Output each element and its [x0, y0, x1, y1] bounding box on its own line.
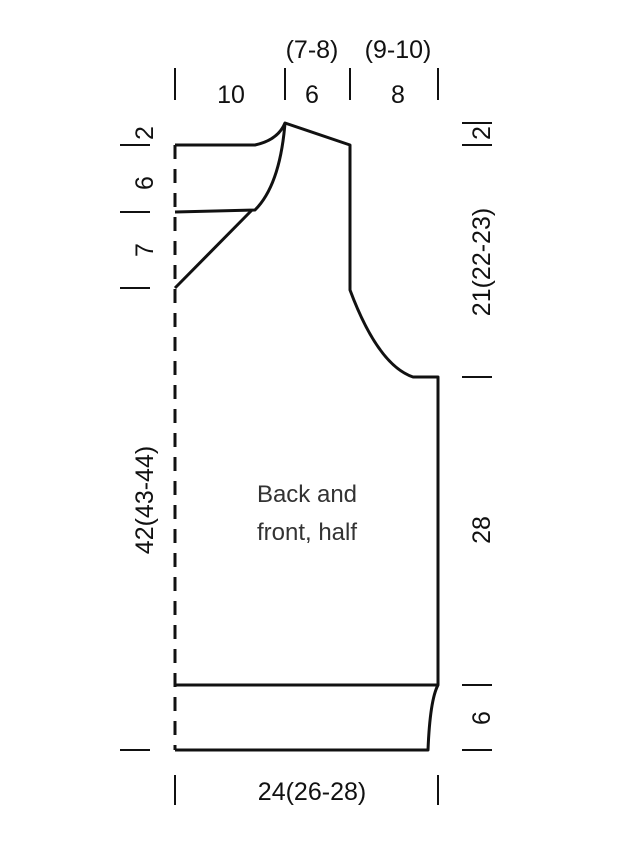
- right-label-side: 28: [468, 516, 496, 544]
- bottom-label-width: 24(26-28): [258, 778, 366, 806]
- top-label-neck: 6: [305, 81, 319, 109]
- right-label-shoulder-slope: 2: [468, 126, 496, 140]
- top-label-width-left: 10: [217, 81, 245, 109]
- top-label-neck-alt: (7-8): [286, 36, 339, 64]
- top-label-shoulder: 8: [391, 81, 405, 109]
- right-label-rib: 6: [468, 711, 496, 725]
- left-label-neck-small: 2: [131, 126, 159, 140]
- left-label-total-height: 42(43-44): [131, 446, 159, 554]
- center-label-line-2: front, half: [257, 519, 357, 546]
- v-neck-line: [173, 208, 254, 290]
- garment-outline: [175, 121, 440, 752]
- top-label-shoulder-alt: (9-10): [365, 36, 432, 64]
- left-label-neck-low: 7: [131, 243, 159, 257]
- front-neck-curve: [174, 122, 287, 214]
- left-label-neck-mid: 6: [131, 176, 159, 190]
- right-label-armhole: 21(22-23): [468, 208, 496, 316]
- center-label-line-1: Back and: [257, 481, 357, 508]
